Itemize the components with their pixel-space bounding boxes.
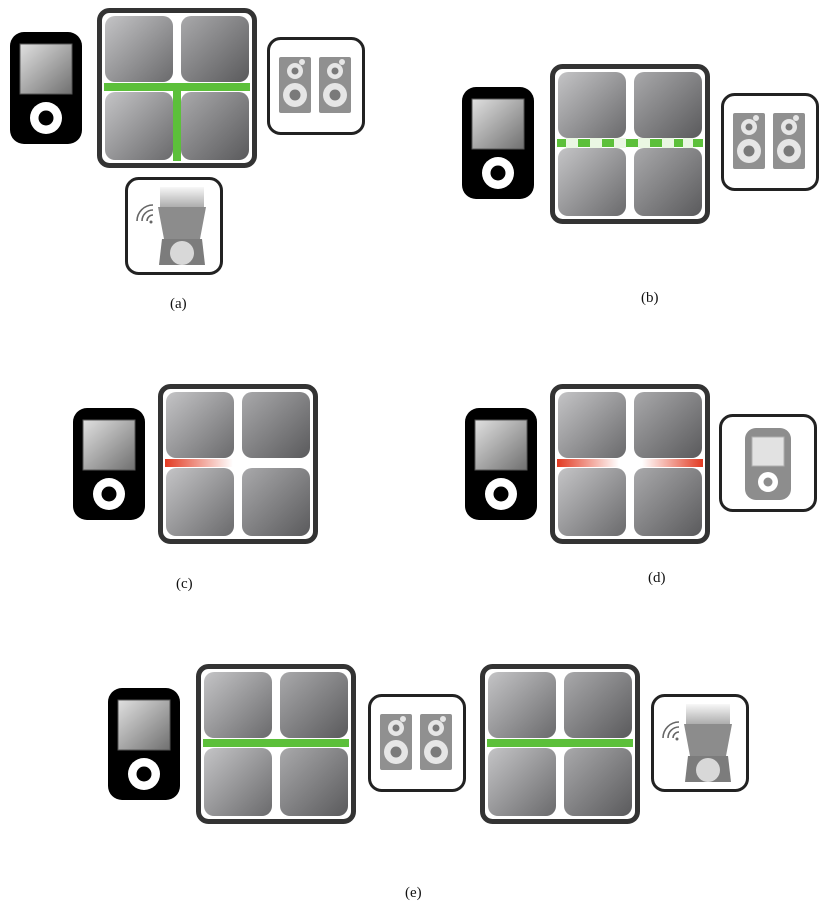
speakers-icon <box>721 93 819 191</box>
tile-grid-icon <box>553 67 708 222</box>
projector-icon <box>125 177 223 275</box>
caption-b: (b) <box>641 290 659 306</box>
dashed-green-link <box>566 138 693 148</box>
tile-grid-icon <box>161 387 316 542</box>
tile-grid-icon <box>483 667 638 822</box>
green-link-horizontal <box>203 739 349 747</box>
tile-grid-icon <box>199 667 354 822</box>
media-player-icon <box>464 407 538 521</box>
projector-icon <box>651 694 749 792</box>
panel-b <box>461 67 819 222</box>
panel-d <box>464 387 817 542</box>
media-player-icon <box>107 687 181 801</box>
speakers-icon <box>267 37 365 135</box>
green-link-horizontal <box>104 83 250 91</box>
panel-e <box>107 667 749 822</box>
caption-d: (d) <box>648 570 666 586</box>
media-player-icon <box>9 31 83 145</box>
panel-c <box>72 387 316 542</box>
caption-e: (e) <box>405 885 422 901</box>
media-player-icon <box>72 407 146 521</box>
media-player-gray-icon <box>719 414 817 512</box>
panel-a <box>9 11 365 275</box>
green-link-vertical <box>173 88 181 161</box>
tile-grid-icon <box>553 387 708 542</box>
red-link-left <box>557 459 619 467</box>
tile-grid-icon <box>100 11 255 166</box>
speakers-icon <box>368 694 466 792</box>
red-link-left <box>165 459 233 467</box>
green-link-horizontal <box>487 739 633 747</box>
caption-c: (c) <box>176 576 193 592</box>
media-player-icon <box>461 86 535 200</box>
caption-a: (a) <box>170 296 187 312</box>
red-link-right <box>642 459 703 467</box>
